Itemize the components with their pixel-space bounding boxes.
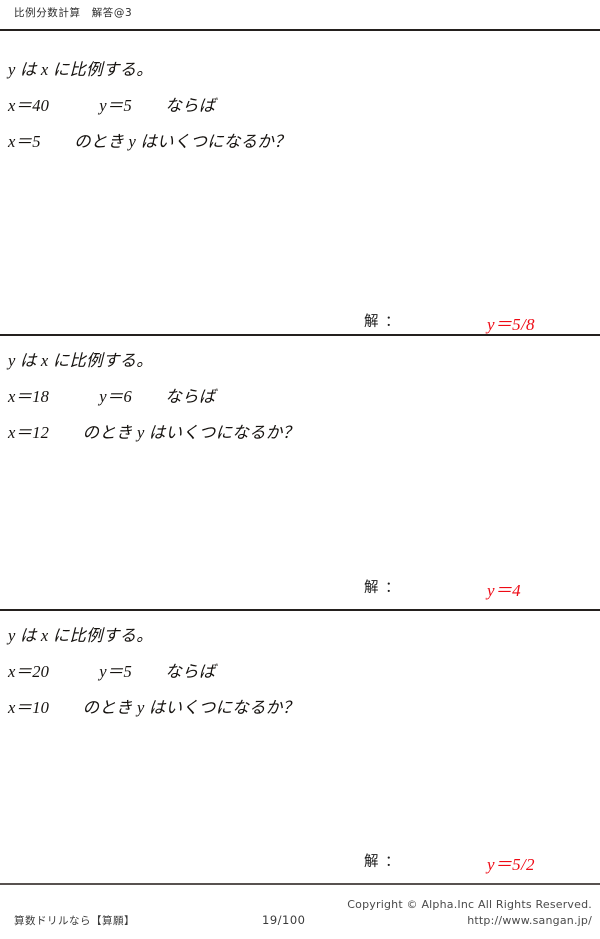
divider-after-problem-2 [0, 609, 600, 611]
problem-2-line-1: y は x に比例する。 [8, 351, 153, 370]
divider-bottom [0, 883, 600, 885]
problem-block-2: y は x に比例する。 x＝18 y＝6 ならば x＝12 のとき y はいく… [0, 337, 600, 609]
problem-2-answer-label: 解 ： [364, 580, 401, 596]
problem-3-answer-row: 解 ： y＝5/2 [0, 850, 600, 874]
footer-brand: 算数ドリルなら【算願】 [14, 915, 135, 927]
sheet-footer: 算数ドリルなら【算願】 19/100 Copyright © Alpha.Inc… [0, 893, 600, 939]
problem-2-line-2: x＝18 y＝6 ならば [8, 387, 216, 406]
footer-url[interactable]: http://www.sangan.jp/ [467, 914, 592, 927]
problem-2-line-3: x＝12 のとき y はいくつになるか？ [8, 423, 300, 442]
worksheet-title: 比例分数計算 解答@3 [14, 7, 133, 19]
problem-2-answer-value: y＝4 [487, 581, 521, 600]
problem-block-3: y は x に比例する。 x＝20 y＝5 ならば x＝10 のとき y はいく… [0, 612, 600, 883]
problem-3-line-1: y は x に比例する。 [8, 626, 153, 645]
problem-1-answer-value: y＝5/8 [487, 315, 535, 334]
footer-page-number: 19/100 [262, 913, 306, 927]
problem-block-1: y は x に比例する。 x＝40 y＝5 ならば x＝5 のとき y はいくつ… [0, 46, 600, 334]
divider-after-problem-1 [0, 334, 600, 336]
problem-2-answer-row: 解 ： y＝4 [0, 576, 600, 600]
problem-1-line-3: x＝5 のとき y はいくつになるか？ [8, 132, 291, 151]
problem-1-line-1: y は x に比例する。 [8, 60, 153, 79]
problem-1-answer-label: 解 ： [364, 314, 401, 330]
problem-1-line-2: x＝40 y＝5 ならば [8, 96, 216, 115]
problem-1-answer-row: 解 ： y＝5/8 [0, 310, 600, 334]
divider-top [0, 29, 600, 31]
footer-copyright: Copyright © Alpha.Inc All Rights Reserve… [347, 898, 592, 911]
sheet-header: 比例分数計算 解答@3 [0, 0, 600, 30]
problem-3-line-2: x＝20 y＝5 ならば [8, 662, 216, 681]
problem-3-line-3: x＝10 のとき y はいくつになるか？ [8, 698, 300, 717]
problem-3-answer-value: y＝5/2 [487, 855, 535, 874]
problem-3-answer-label: 解 ： [364, 854, 401, 870]
